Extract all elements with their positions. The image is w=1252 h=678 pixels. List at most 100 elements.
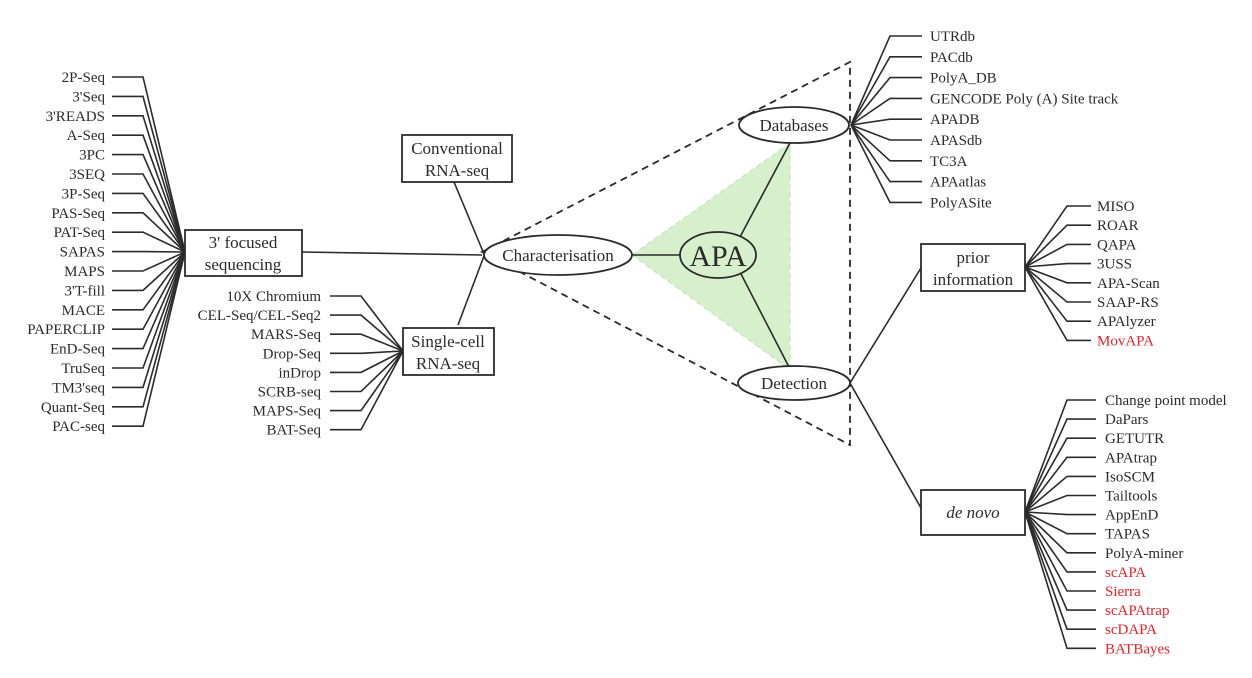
- de-novo-box[interactable]: de novo: [920, 489, 1026, 536]
- singlecell-method-item[interactable]: inDrop: [279, 365, 322, 381]
- database-connector: [850, 124, 922, 141]
- focused-sequencing-box[interactable]: 3' focused sequencing: [184, 229, 303, 277]
- database-item[interactable]: PolyASite: [930, 195, 992, 211]
- denovo-tool-item[interactable]: Change point model: [1105, 393, 1227, 409]
- denovo-tool-item[interactable]: scAPA: [1105, 565, 1146, 581]
- detection-label: Detection: [761, 374, 828, 393]
- database-item[interactable]: GENCODE Poly (A) Site track: [930, 91, 1119, 107]
- single-cell-rnaseq-box[interactable]: Single-cell RNA-seq: [402, 327, 495, 376]
- denovo-tool-item[interactable]: DaPars: [1105, 412, 1148, 428]
- focused-method-item[interactable]: A-Seq: [67, 128, 106, 144]
- singlecell-method-item[interactable]: MAPS-Seq: [253, 404, 322, 420]
- prior-tool-item[interactable]: QAPA: [1097, 237, 1137, 253]
- focused-method-item[interactable]: PAPERCLIP: [27, 322, 105, 338]
- denovo-tool-item[interactable]: scDAPA: [1105, 622, 1157, 638]
- focused-method-item[interactable]: EnD-Seq: [50, 342, 105, 358]
- focused-method-item[interactable]: PAS-Seq: [51, 206, 105, 222]
- focused-method-label: 3SEQ: [69, 167, 105, 183]
- focused-method-item[interactable]: MAPS: [64, 264, 105, 280]
- denovo-tool-item[interactable]: IsoSCM: [1105, 469, 1155, 485]
- singlecell-method-item[interactable]: BAT-Seq: [267, 423, 322, 439]
- characterisation-node[interactable]: Characterisation: [483, 234, 633, 276]
- prior-tool-item[interactable]: MovAPA: [1097, 333, 1154, 349]
- database-item[interactable]: PolyA_DB: [930, 71, 997, 87]
- focused-method-item[interactable]: 3P-Seq: [62, 186, 106, 202]
- prior-tool-item[interactable]: ROAR: [1097, 218, 1139, 234]
- prior-tool-item[interactable]: 3USS: [1097, 257, 1132, 273]
- singlecell-method-item[interactable]: CEL-Seq/CEL-Seq2: [198, 308, 321, 324]
- denovo-tool-connector: [1024, 511, 1096, 554]
- denovo-tool-item[interactable]: PolyA-miner: [1105, 546, 1183, 562]
- database-item[interactable]: UTRdb: [930, 29, 975, 45]
- singlecell-method-item[interactable]: SCRB-seq: [258, 385, 322, 401]
- database-connector: [850, 55, 922, 126]
- denovo-tool-connector: [1024, 456, 1096, 513]
- singlecell-method-item[interactable]: MARS-Seq: [251, 327, 322, 343]
- focused-method-label: PAT-Seq: [54, 225, 106, 241]
- database-item[interactable]: PACdb: [930, 50, 973, 66]
- prior-tool-item[interactable]: SAAP-RS: [1097, 295, 1159, 311]
- singlecell-line2: RNA-seq: [416, 354, 481, 373]
- focused-method-item[interactable]: Quant-Seq: [41, 400, 106, 416]
- focused-method-item[interactable]: SAPAS: [60, 245, 105, 261]
- denovo-tool-item[interactable]: scAPAtrap: [1105, 603, 1169, 619]
- focused-method-label: Quant-Seq: [41, 400, 106, 416]
- prior-tool-label: MovAPA: [1097, 333, 1154, 349]
- focused-method-connector: [112, 251, 186, 428]
- database-item[interactable]: APADB: [930, 112, 979, 128]
- focused-method-item[interactable]: TruSeq: [61, 361, 105, 377]
- focused-method-label: TM3'seq: [52, 380, 105, 396]
- database-item[interactable]: TC3A: [930, 154, 968, 170]
- focused-method-label: 3P-Seq: [62, 186, 106, 202]
- denovo-tool-item[interactable]: AppEnD: [1105, 508, 1158, 524]
- database-label: GENCODE Poly (A) Site track: [930, 91, 1119, 107]
- denovo-tool-item[interactable]: Sierra: [1105, 584, 1141, 600]
- focused-method-item[interactable]: PAC-seq: [52, 419, 105, 435]
- prior-tool-connector: [1024, 243, 1091, 268]
- singlecell-method-item[interactable]: 10X Chromium: [226, 289, 321, 305]
- focused-method-connector: [112, 192, 186, 253]
- detection-node[interactable]: Detection: [737, 365, 851, 401]
- edge-apa-to-detection: [739, 271, 791, 370]
- focused-method-item[interactable]: MACE: [62, 303, 105, 319]
- singlecell-method-item[interactable]: Drop-Seq: [263, 346, 322, 362]
- denovo-tool-label: Sierra: [1105, 584, 1141, 600]
- singlecell-method-label: SCRB-seq: [258, 385, 322, 401]
- edge-conventional-to-characterisation: [453, 181, 485, 255]
- focused-method-item[interactable]: 3SEQ: [69, 167, 105, 183]
- database-item[interactable]: APAatlas: [930, 175, 986, 191]
- focused-method-connector: [112, 153, 186, 253]
- database-item[interactable]: APASdb: [930, 133, 982, 149]
- prior-tool-connector: [1024, 262, 1091, 268]
- prior-tool-label: ROAR: [1097, 218, 1139, 234]
- focused-method-item[interactable]: 3'T-fill: [65, 283, 105, 299]
- singlecell-method-label: MAPS-Seq: [253, 404, 322, 420]
- denovo-tool-item[interactable]: TAPAS: [1105, 527, 1150, 543]
- databases-node[interactable]: Databases: [738, 106, 850, 144]
- focused-method-item[interactable]: PAT-Seq: [54, 225, 106, 241]
- focused-method-item[interactable]: 2P-Seq: [62, 70, 106, 86]
- focused-method-item[interactable]: TM3'seq: [52, 380, 105, 396]
- denovo-tool-label: Change point model: [1105, 393, 1227, 409]
- denovo-tool-item[interactable]: APAtrap: [1105, 450, 1157, 466]
- prior-tool-item[interactable]: APA-Scan: [1097, 276, 1160, 292]
- focused-method-item[interactable]: 3PC: [79, 148, 105, 164]
- denovo-tool-label: AppEnD: [1105, 508, 1158, 524]
- denovo-tool-label: IsoSCM: [1105, 469, 1155, 485]
- prior-tool-item[interactable]: MISO: [1097, 199, 1135, 215]
- conventional-rnaseq-box[interactable]: Conventional RNA-seq: [401, 134, 513, 183]
- focused-method-label: PAC-seq: [52, 419, 105, 435]
- denovo-tool-item[interactable]: BATBayes: [1105, 641, 1170, 657]
- singlecell-method-label: CEL-Seq/CEL-Seq2: [198, 308, 321, 324]
- singlecell-method-label: BAT-Seq: [267, 423, 322, 439]
- denovo-tool-label: scAPA: [1105, 565, 1146, 581]
- singlecell-method-label: MARS-Seq: [251, 327, 322, 343]
- focused-method-item[interactable]: 3'Seq: [72, 89, 105, 105]
- database-connector: [850, 76, 922, 126]
- denovo-tool-item[interactable]: Tailtools: [1105, 489, 1157, 505]
- focused-method-item[interactable]: 3'READS: [46, 109, 105, 125]
- apa-node[interactable]: APA: [679, 231, 757, 279]
- prior-information-box[interactable]: prior information: [920, 243, 1026, 292]
- denovo-tool-item[interactable]: GETUTR: [1105, 431, 1164, 447]
- prior-tool-item[interactable]: APAlyzer: [1097, 314, 1156, 330]
